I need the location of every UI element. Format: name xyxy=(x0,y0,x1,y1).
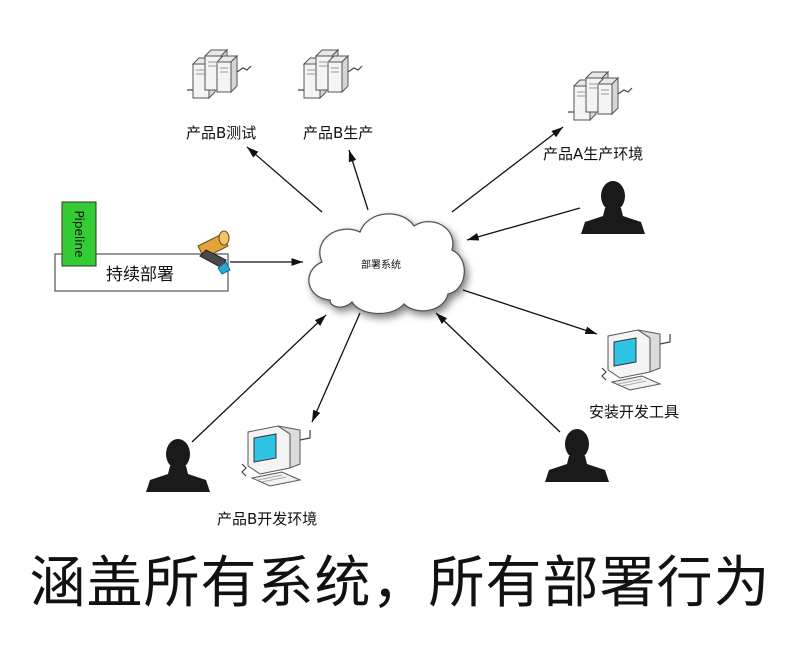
label-product-a-prod: 产品A生产环境 xyxy=(543,145,644,163)
server-rack-icon xyxy=(567,71,633,121)
caption: 涵盖所有系统，所有部署行为 xyxy=(29,551,771,616)
label-product-b-prod: 产品B生产 xyxy=(303,124,374,142)
pipe-wrench-icon xyxy=(197,230,231,275)
label-continuous-deploy: 持续部署 xyxy=(106,265,174,285)
label-center: 部署系统 xyxy=(361,260,401,271)
person-icon xyxy=(545,429,609,482)
arrow-to-product-a-prod xyxy=(451,126,564,213)
label-product-b-test: 产品B测试 xyxy=(186,124,257,142)
arrow-from-person-right xyxy=(466,207,581,241)
arrow-to-product-b-dev xyxy=(311,312,361,423)
cloud-icon xyxy=(308,213,465,315)
arrows xyxy=(191,126,598,443)
label-pipeline: Pipeline xyxy=(72,210,86,258)
arrow-to-product-b-prod xyxy=(348,149,369,211)
server-rack-icon xyxy=(297,49,363,99)
arrow-from-person-bottom-right xyxy=(435,312,561,433)
person-icon xyxy=(581,181,645,234)
arrow-from-person-bottom-left xyxy=(191,314,327,443)
person-icon xyxy=(146,439,210,492)
computer-icon xyxy=(241,425,311,487)
label-install-dev-tools: 安装开发工具 xyxy=(589,403,680,421)
arrow-to-product-b-test xyxy=(246,146,323,213)
label-product-b-dev: 产品B开发环境 xyxy=(217,510,318,528)
pipeline-box xyxy=(61,201,97,267)
computer-icon xyxy=(601,329,671,391)
arrow-to-dev-tools xyxy=(462,289,598,335)
server-rack-icon xyxy=(186,49,252,99)
